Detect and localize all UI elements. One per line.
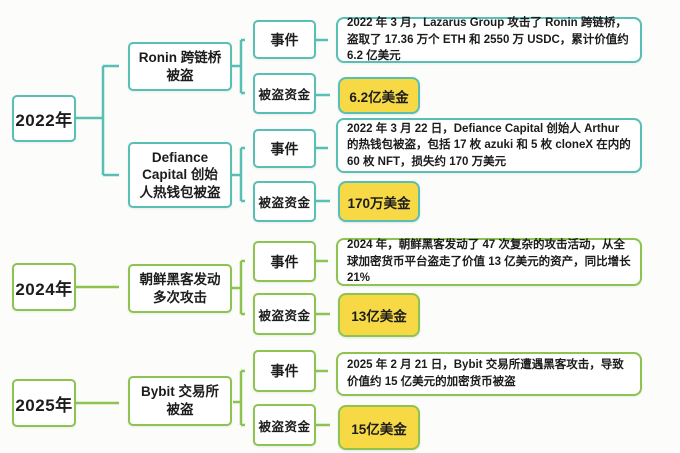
funds-label-box: 被盗资金 xyxy=(253,73,316,114)
funds-label-box: 被盗资金 xyxy=(253,404,316,446)
event-description-defiance: 2022 年 3 月 22 日，Defiance Capital 创始人 Art… xyxy=(336,118,642,173)
year-box-2024: 2024年 xyxy=(12,263,76,311)
event-label-box: 事件 xyxy=(253,20,316,59)
amount-box-defiance: 170万美金 xyxy=(338,181,420,222)
topic-box-ronin: Ronin 跨链桥被盗 xyxy=(128,42,232,91)
event-label-box: 事件 xyxy=(253,129,316,168)
event-label-box: 事件 xyxy=(253,350,316,392)
amount-box-dprk: 13亿美金 xyxy=(338,293,420,337)
funds-label-box: 被盗资金 xyxy=(253,181,316,222)
funds-label-box: 被盗资金 xyxy=(253,293,316,335)
event-label-box: 事件 xyxy=(253,241,316,282)
topic-box-bybit: Bybit 交易所被盗 xyxy=(128,376,232,426)
year-box-2022: 2022年 xyxy=(12,95,76,142)
topic-box-dprk-hackers: 朝鲜黑客发动多次攻击 xyxy=(128,264,232,313)
event-description-bybit: 2025 年 2 月 21 日，Bybit 交易所遭遇黑客攻击，导致价值约 15… xyxy=(336,352,642,396)
amount-box-bybit: 15亿美金 xyxy=(338,405,420,450)
topic-box-defiance: Defiance Capital 创始人热钱包被盗 xyxy=(128,142,232,208)
event-description-dprk: 2024 年，朝鲜黑客发动了 47 次复杂的攻击活动，从全球加密货币平台盗走了价… xyxy=(336,238,642,286)
event-description-ronin: 2022 年 3 月，Lazarus Group 攻击了 Ronin 跨链桥，盗… xyxy=(336,17,642,63)
amount-box-ronin: 6.2亿美金 xyxy=(338,77,420,114)
year-box-2025: 2025年 xyxy=(12,379,76,427)
